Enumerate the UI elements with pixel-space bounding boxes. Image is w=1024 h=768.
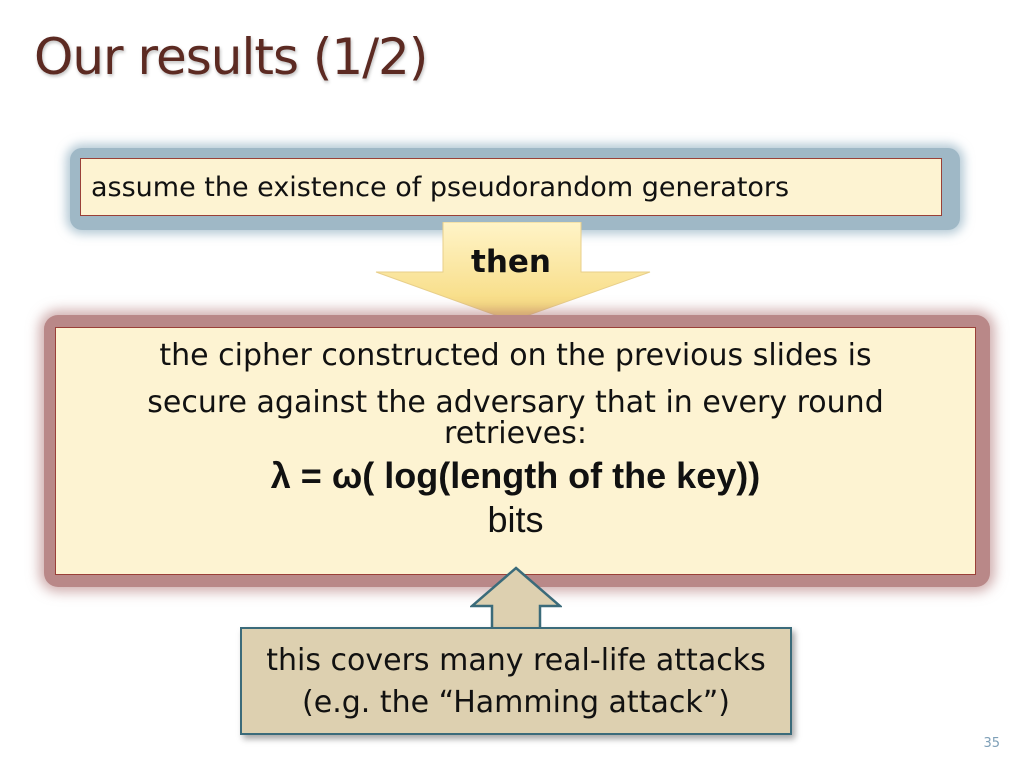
attacks-note-box: this covers many real-life attacks (e.g.… [240,627,792,735]
note-line-2: (e.g. the “Hamming attack”) [302,685,730,720]
then-label: then [471,244,551,280]
note-line-1: this covers many real-life attacks [266,643,766,678]
result-line-3: retrieves: [444,416,587,451]
leakage-unit: bits [487,499,544,540]
slide-title: Our results (1/2) [34,28,428,86]
page-number: 35 [983,736,1000,751]
up-arrow-icon [470,566,562,632]
assumption-box: assume the existence of pseudorandom gen… [80,158,942,216]
assumption-text: assume the existence of pseudorandom gen… [91,172,790,203]
result-box: the cipher constructed on the previous s… [55,327,976,575]
leakage-formula: λ = ω( log(length of the key)) [270,455,761,496]
result-line-1: the cipher constructed on the previous s… [159,338,872,373]
result-line-2: secure against the adversary that in eve… [147,385,884,420]
down-arrow-icon [375,222,651,322]
